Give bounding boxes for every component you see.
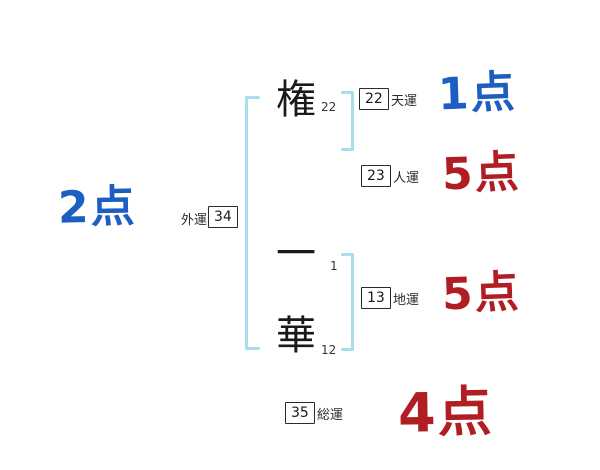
tenun-bracket [341, 91, 354, 151]
jinun-label: 人運 [393, 171, 420, 186]
chiun-value-box: 13 [361, 287, 391, 309]
gaiun-score: 2点 [57, 181, 138, 234]
soun-score: 4点 [397, 380, 495, 445]
soun-value-box: 35 [285, 402, 315, 424]
tenun-label: 天運 [391, 94, 418, 109]
chiun-bracket [341, 253, 354, 351]
chiun-label: 地運 [393, 293, 420, 308]
gaiun-value-box: 34 [208, 206, 238, 228]
kanji-given-1-strokes: 1 [330, 259, 338, 273]
chiun-score: 5点 [441, 266, 522, 321]
gaiun-label: 外運 [181, 213, 208, 228]
kanji-given-1: 一 [276, 231, 316, 277]
kanji-surname-strokes: 22 [321, 100, 337, 114]
kanji-given-2: 華 [276, 313, 316, 359]
tenun-score: 1点 [437, 66, 518, 121]
jinun-value-box: 23 [361, 165, 391, 187]
kanji-surname: 権 [276, 77, 316, 123]
tenun-value-box: 22 [359, 88, 389, 110]
kanji-given-2-strokes: 12 [321, 343, 337, 357]
soun-label: 総運 [317, 408, 344, 423]
gaiun-bracket [245, 96, 260, 350]
jinun-score: 5点 [441, 146, 522, 201]
